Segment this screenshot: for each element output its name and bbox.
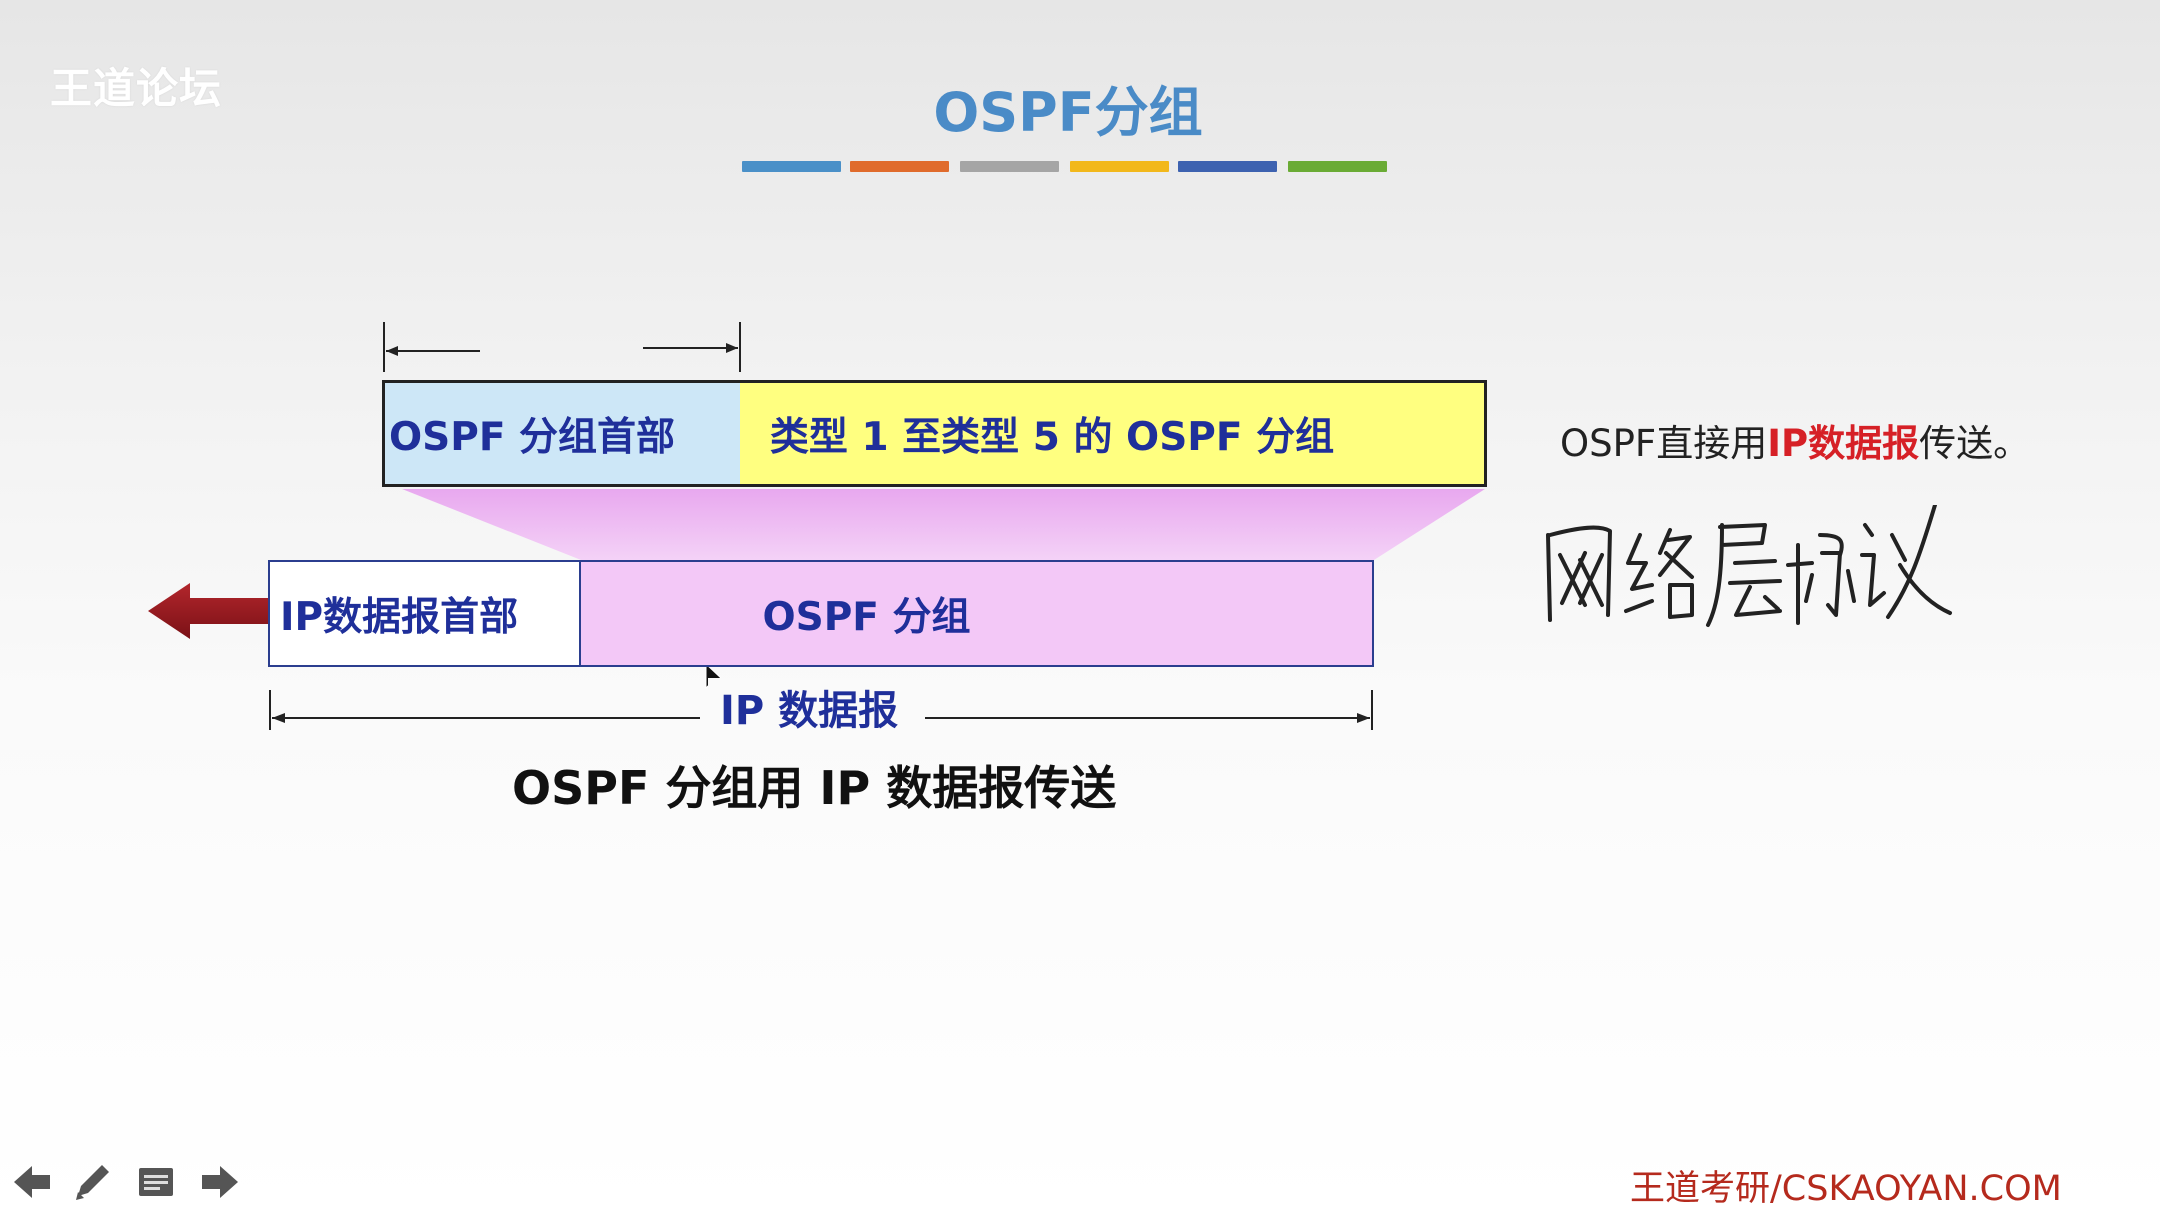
ospf-body-box: 类型 1 至类型 5 的 OSPF 分组 (740, 380, 1487, 487)
transmit-arrow-icon (148, 583, 268, 639)
prev-slide-button[interactable] (10, 1160, 54, 1204)
ospf-header-box: OSPF 分组首部 (382, 380, 742, 487)
slides-menu-icon (139, 1168, 173, 1196)
slides-menu-button[interactable] (134, 1160, 178, 1204)
note-prefix: OSPF直接用 (1560, 422, 1768, 465)
side-note: OSPF直接用IP数据报传送。 (1560, 413, 2030, 467)
forum-watermark: 王道论坛 (50, 64, 223, 113)
title-bar-6 (1288, 161, 1387, 172)
ip-header-box: IP数据报首部 (268, 560, 581, 667)
slide-title: OSPF分组 (933, 81, 1203, 144)
ip-datagram-label: IP 数据报 (708, 678, 911, 736)
title-bar-3 (960, 161, 1059, 172)
ip-header-label: IP数据报首部 (280, 594, 519, 640)
ospf-packet-box: OSPF 分组 (579, 560, 1374, 667)
header-width-dimension (383, 322, 741, 372)
title-bar-1 (742, 161, 841, 172)
note-highlight: IP数据报 (1767, 422, 1920, 465)
arrow-left-icon (14, 1166, 50, 1198)
pen-tool-button[interactable] (70, 1160, 114, 1204)
arrow-right-icon (202, 1166, 238, 1198)
ospf-packet-label: OSPF 分组 (762, 594, 971, 640)
pen-icon (76, 1165, 109, 1200)
handwritten-annotation (1546, 505, 1952, 627)
ip-datagram-width-dimension (269, 690, 1373, 730)
diagram-caption: OSPF 分组用 IP 数据报传送 (512, 761, 1117, 815)
ospf-header-label: OSPF 分组首部 (389, 414, 676, 460)
title-bar-2 (850, 161, 949, 172)
footer-brand: 王道考研/CSKAOYAN.COM (1630, 1169, 2062, 1209)
title-bar-5 (1178, 161, 1277, 172)
next-slide-button[interactable] (198, 1160, 242, 1204)
ospf-body-label: 类型 1 至类型 5 的 OSPF 分组 (769, 414, 1335, 460)
note-suffix: 传送。 (1919, 422, 2031, 465)
title-bar-4 (1070, 161, 1169, 172)
encapsulation-projection (402, 489, 1485, 560)
